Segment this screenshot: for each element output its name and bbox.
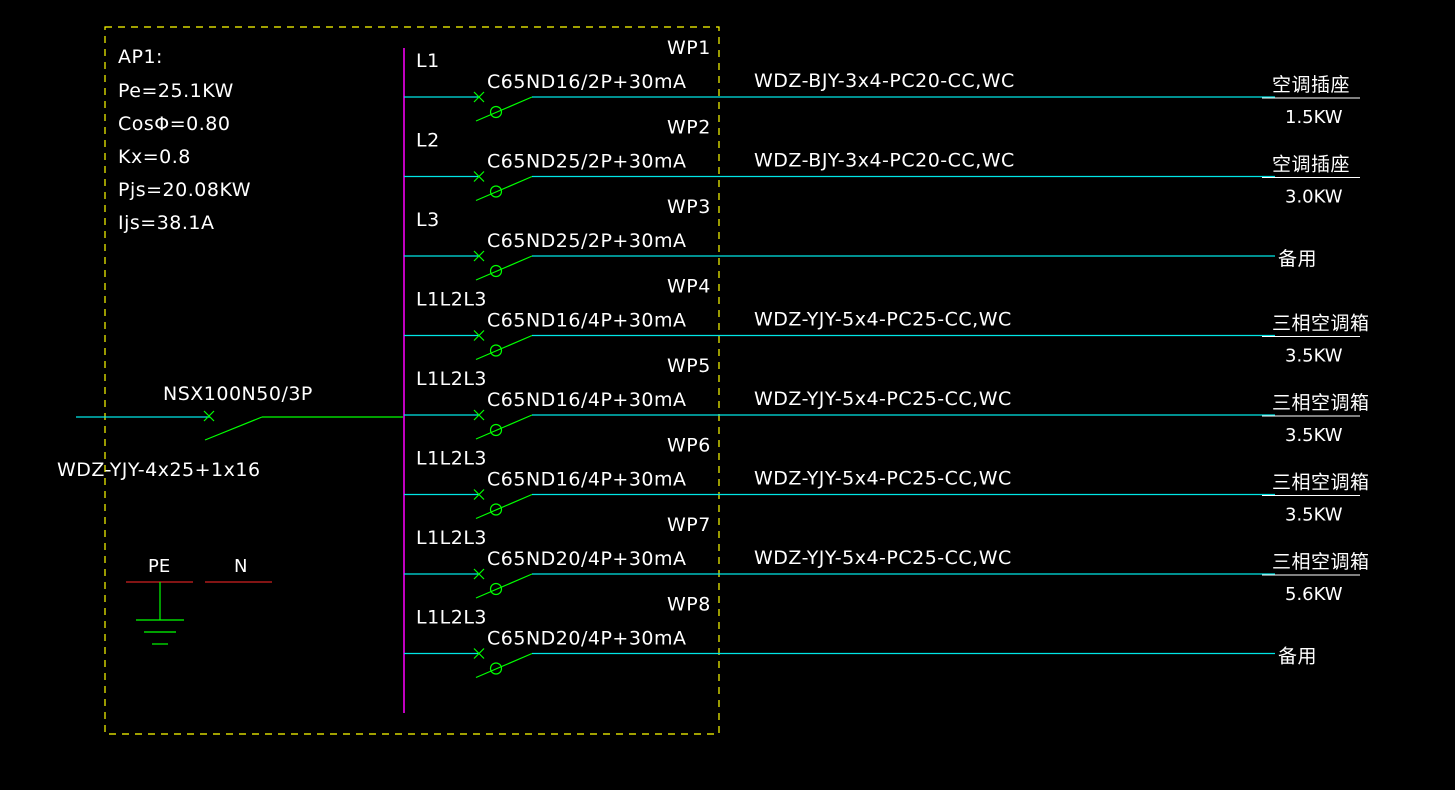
load-power-label: 3.5KW [1285, 505, 1343, 526]
circuit-id: WP7 [667, 514, 711, 536]
load-label: 三相空调箱 [1272, 551, 1370, 573]
breaker-cross-b [473, 171, 485, 182]
panel-cos: CosΦ=0.80 [118, 113, 230, 135]
cable-label: WDZ-YJY-5x4-PC25-CC,WC [754, 309, 1012, 331]
load-label: 三相空调箱 [1272, 472, 1370, 494]
rcd-circle [489, 264, 503, 278]
breaker-label: C65ND16/4P+30mA [487, 469, 687, 491]
breaker-label: C65ND25/2P+30mA [487, 230, 687, 252]
phase-label: L1 [416, 50, 440, 72]
breaker-label: C65ND16/4P+30mA [487, 310, 687, 332]
phase-label: L1L2L3 [416, 448, 487, 470]
terminals: PE N [126, 556, 272, 645]
circuit-id: WP1 [667, 37, 711, 59]
breaker-cross-b [473, 568, 485, 580]
load-label: 空调插座 [1272, 74, 1350, 96]
incoming-cable-label: WDZ-YJY-4x25+1x16 [57, 459, 261, 481]
circuit-id: WP4 [667, 276, 711, 298]
cable-label: WDZ-BJY-3x4-PC20-CC,WC [754, 150, 1015, 172]
load-power-label: 1.5KW [1285, 107, 1343, 128]
breaker-cross-b [473, 489, 485, 500]
load-power-label: 3.5KW [1285, 425, 1343, 446]
spare-label: 备用 [1278, 248, 1317, 270]
load-power-label: 3.0KW [1285, 187, 1343, 208]
breaker-blade [475, 175, 533, 202]
panel-name: AP1: [118, 46, 163, 68]
breaker-blade [475, 652, 533, 679]
cable-label: WDZ-YJY-5x4-PC25-CC,WC [754, 468, 1012, 490]
breaker-blade [475, 414, 533, 440]
circuit-id: WP5 [667, 355, 711, 377]
rcd-circle [489, 105, 503, 119]
circuit-id: WP6 [667, 435, 711, 457]
cable-label: WDZ-BJY-3x4-PC20-CC,WC [754, 70, 1015, 92]
breaker-blade [475, 255, 533, 281]
phase-label: L2 [416, 130, 440, 152]
incoming-breaker-blade [204, 416, 263, 441]
circuit-id: WP2 [667, 117, 711, 139]
panel-kx: Kx=0.8 [118, 146, 191, 168]
breaker-cross-b [473, 409, 485, 421]
breaker-cross-b [473, 330, 485, 341]
breaker-label: C65ND20/4P+30mA [487, 628, 687, 650]
panel-ijs: Ijs=38.1A [118, 212, 215, 234]
panel-pe: Pe=25.1KW [118, 80, 234, 102]
breaker-blade [475, 493, 533, 520]
load-power-label: 5.6KW [1285, 584, 1343, 605]
panel-info: AP1: Pe=25.1KW CosΦ=0.80 Kx=0.8 Pjs=20.0… [118, 46, 251, 234]
breaker-cross-b [473, 91, 485, 103]
breaker-blade [475, 334, 533, 361]
phase-label: L1L2L3 [416, 368, 487, 390]
phase-label: L3 [416, 209, 440, 231]
rcd-circle [489, 582, 503, 596]
rcd-circle [489, 423, 503, 437]
cable-label: WDZ-YJY-5x4-PC25-CC,WC [754, 388, 1012, 410]
circuit-id: WP3 [667, 196, 711, 218]
load-label: 空调插座 [1272, 154, 1350, 176]
circuit-id: WP8 [667, 594, 711, 616]
phase-label: L1L2L3 [416, 607, 487, 629]
rcd-circle [489, 503, 503, 516]
breaker-label: C65ND20/4P+30mA [487, 548, 687, 570]
phase-label: L1L2L3 [416, 527, 487, 549]
incoming-breaker-label: NSX100N50/3P [163, 383, 313, 405]
incoming-feeder: NSX100N50/3P WDZ-YJY-4x25+1x16 [57, 383, 403, 481]
rcd-circle [489, 344, 503, 357]
load-power-label: 3.5KW [1285, 346, 1343, 367]
n-terminal-label: N [234, 556, 247, 577]
panel-frame [104, 26, 720, 735]
rcd-circle [489, 662, 503, 675]
rcd-circle [489, 185, 503, 198]
breaker-cross-b [473, 250, 485, 262]
phase-label: L1L2L3 [416, 289, 487, 311]
cable-label: WDZ-YJY-5x4-PC25-CC,WC [754, 547, 1012, 569]
panel-pjs: Pjs=20.08KW [118, 179, 251, 201]
breaker-cross-b [473, 648, 485, 659]
breaker-label: C65ND16/2P+30mA [487, 71, 687, 93]
breaker-label: C65ND25/2P+30mA [487, 151, 687, 173]
ground-symbol [136, 582, 184, 645]
breaker-blade [475, 96, 533, 122]
breaker-blade [475, 573, 533, 599]
load-label: 三相空调箱 [1272, 392, 1370, 414]
breaker-label: C65ND16/4P+30mA [487, 389, 687, 411]
pe-terminal-label: PE [148, 556, 170, 577]
spare-label: 备用 [1278, 646, 1317, 668]
incoming-breaker-cross-b [203, 410, 215, 422]
load-label: 三相空调箱 [1272, 313, 1370, 335]
